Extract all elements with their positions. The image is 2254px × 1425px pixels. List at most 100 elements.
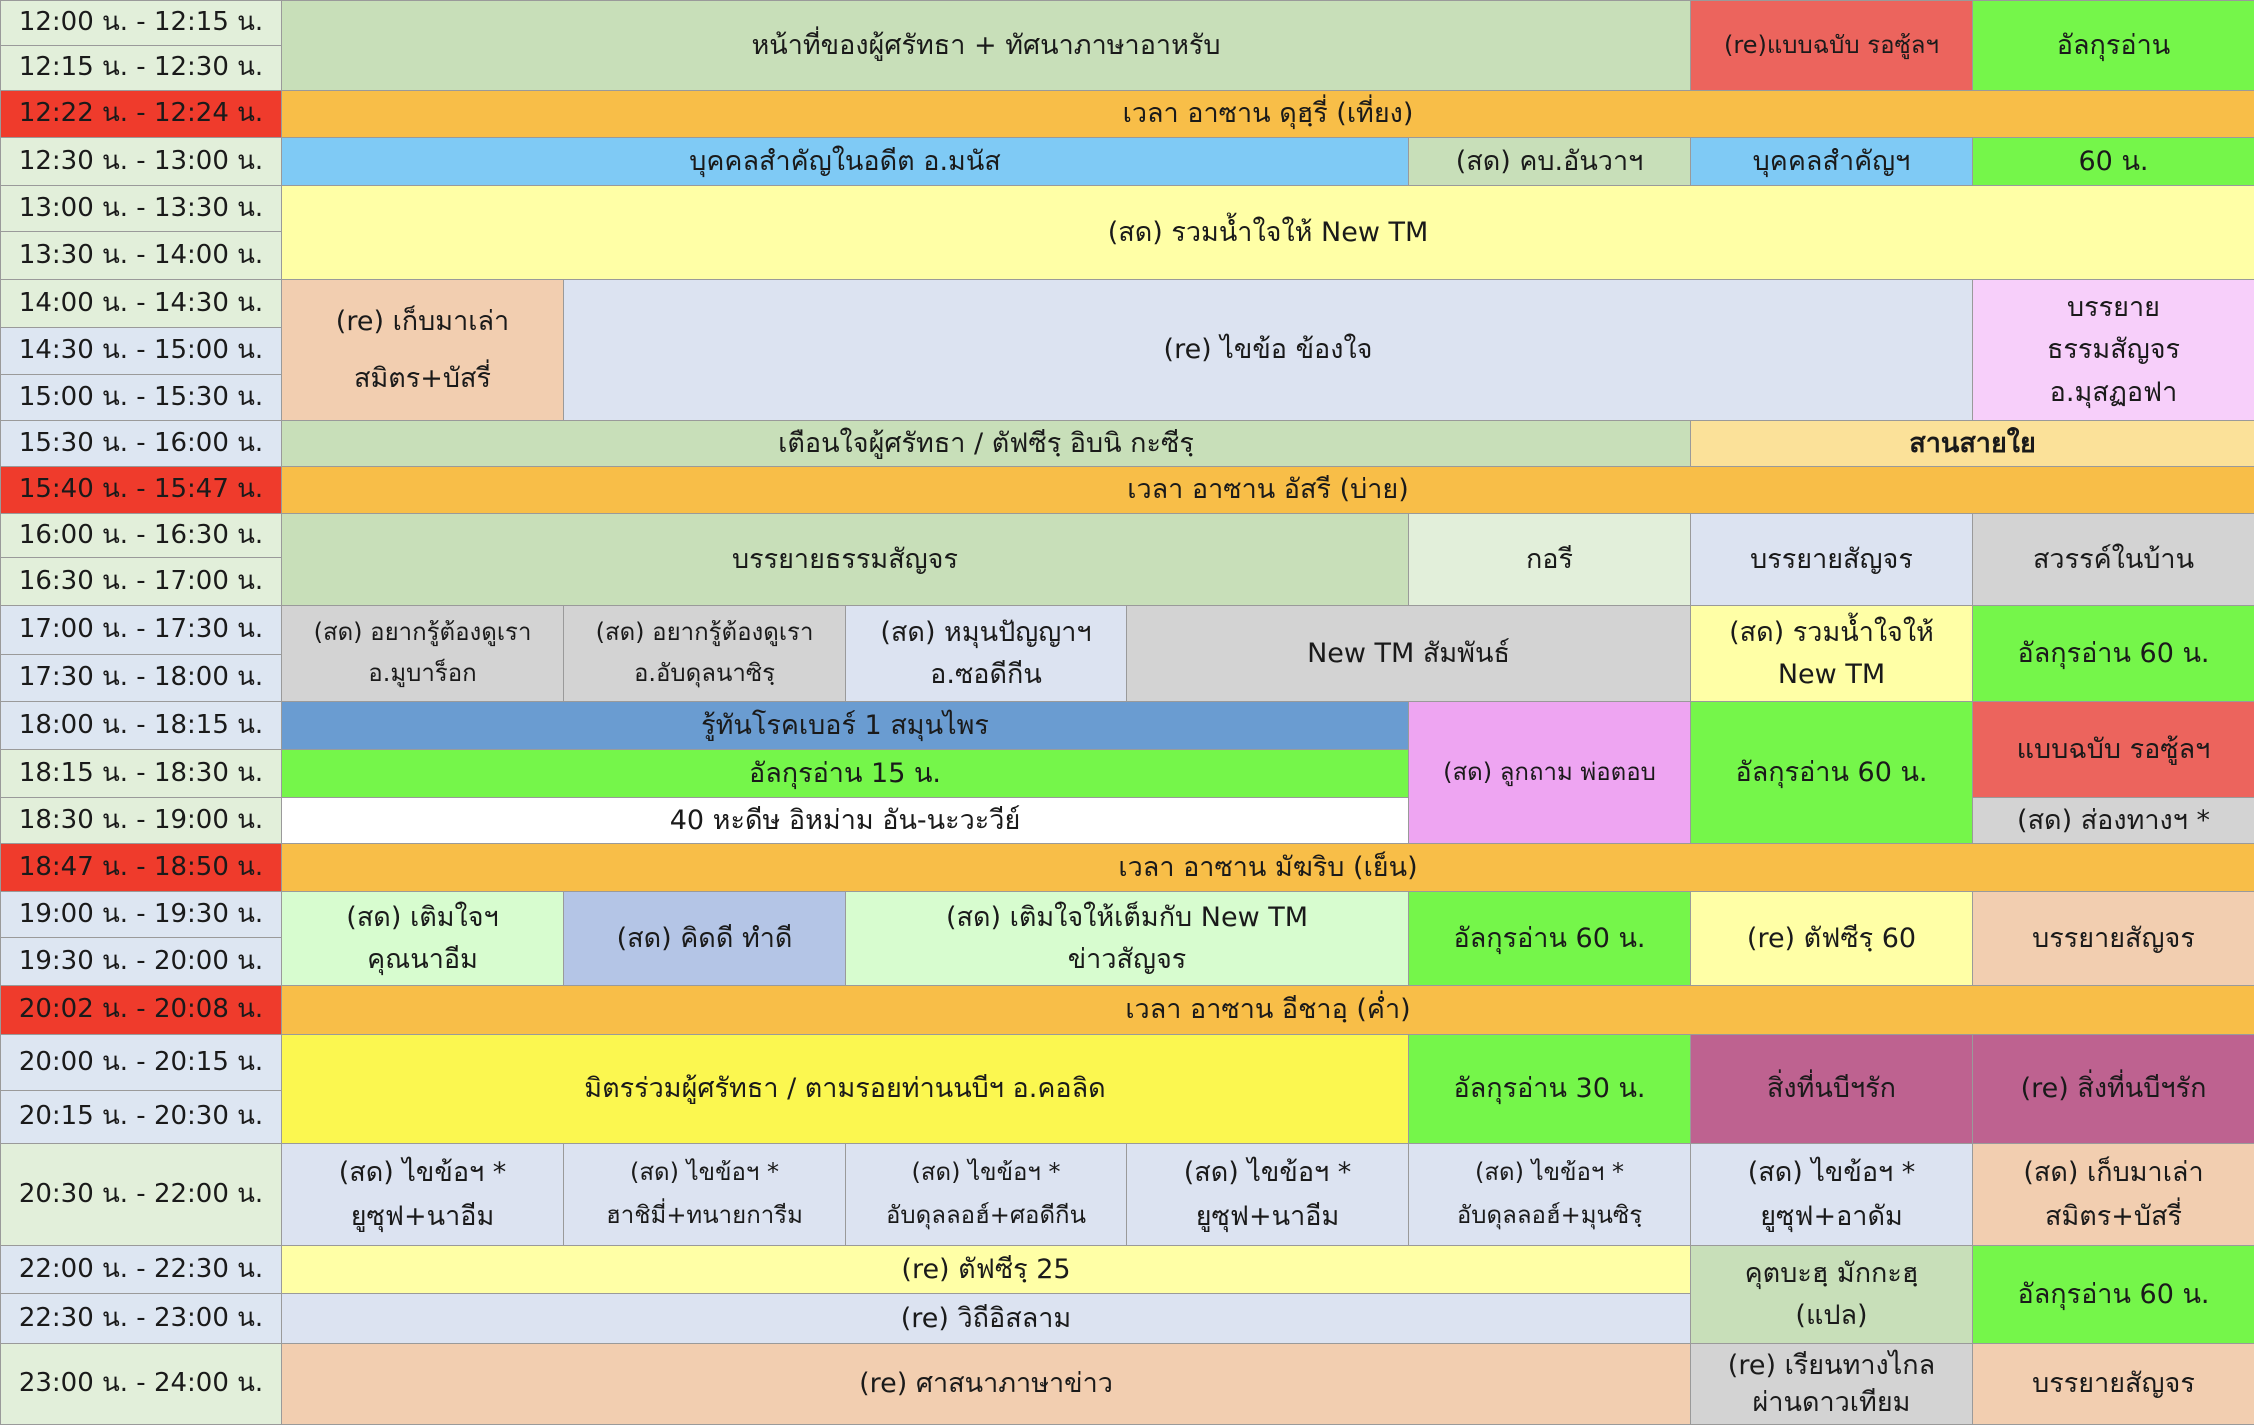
program-title: อัลกุรอ่าน 60 น. — [2017, 637, 2210, 669]
program-cell: (re) ไขข้อ ข้องใจ — [563, 279, 1973, 421]
time-slot: 20:30 น. - 22:00 น. — [0, 1143, 282, 1246]
program-cell: บรรยายสัญจร — [1972, 1343, 2254, 1425]
program-title: คุตบะฮฺ มักกะฮฺ — [1744, 1257, 1919, 1289]
program-cell: (สด) เติมใจให้เต็มกับ New TM ข่าวสัญจร — [845, 891, 1409, 986]
time-slot-label: 12:15 น. - 12:30 น. — [18, 52, 264, 83]
program-cell: แบบฉบับ รอซู้ลฯ — [1972, 701, 2254, 798]
time-slot: 15:30 น. - 16:00 น. — [0, 420, 282, 467]
time-slot-label: 15:30 น. - 16:00 น. — [18, 427, 264, 458]
program-cell: New TM สัมพันธ์ — [1126, 605, 1691, 702]
program-cell: 60 น. — [1972, 137, 2254, 186]
time-slot: 19:30 น. - 20:00 น. — [0, 937, 282, 986]
program-cell: มิตรร่วมผู้ศรัทธา / ตามรอยท่านนบีฯ อ.คอล… — [281, 1034, 1409, 1144]
program-title: (สด) ไขข้อฯ * — [630, 1158, 779, 1187]
program-cell: สวรรค์ในบ้าน — [1972, 513, 2254, 606]
program-title: บุคคลสำคัญฯ — [1752, 145, 1911, 177]
time-slot: 14:30 น. - 15:00 น. — [0, 327, 282, 375]
program-title: (สด) เติมใจฯ — [346, 902, 499, 934]
program-title: 40 หะดีษ อิหม่าม อัน-นะวะวีย์ — [669, 804, 1021, 836]
program-cell: อัลกุรอ่าน 60 น. — [1972, 1245, 2254, 1344]
program-cell: เตือนใจผู้ศรัทธา / ตัฟซีรฺ อิบนิ กะซีรฺ — [281, 420, 1691, 467]
program-title: (re)แบบฉบับ รอซู้ลฯ — [1724, 30, 1939, 59]
program-title: (สด) หมุนปัญญาฯ — [880, 616, 1092, 648]
time-slot-label: 19:30 น. - 20:00 น. — [18, 945, 264, 976]
time-slot-label: 20:15 น. - 20:30 น. — [18, 1101, 264, 1132]
time-slot: 12:30 น. - 13:00 น. — [0, 137, 282, 186]
program-title: อัลกุรอ่าน 60 น. — [1735, 756, 1928, 788]
time-slot: 16:00 น. - 16:30 น. — [0, 513, 282, 558]
program-cell: (สด) ไขข้อฯ *อับดุลลอฮ์+มุนซิรฺ — [1408, 1143, 1691, 1246]
program-title: สิ่งที่นบีฯรัก — [1766, 1073, 1897, 1105]
time-slot-label: 12:22 น. - 12:24 น. — [18, 98, 264, 129]
time-slot-label: 20:00 น. - 20:15 น. — [18, 1046, 264, 1077]
program-title: อ.ซอดีกีน — [930, 658, 1042, 690]
program-title: ยูซุฟ+นาอีม — [1195, 1200, 1340, 1232]
program-cell: (re) ศาสนาภาษาข่าว — [281, 1343, 1691, 1425]
program-cell: (re) ตัฟซีรฺ 25 — [281, 1245, 1691, 1294]
program-title: (re) ไขข้อ ข้องใจ — [1163, 334, 1373, 366]
time-slot-label: 17:00 น. - 17:30 น. — [18, 614, 264, 645]
time-slot: 18:47 น. - 18:50 น. — [0, 843, 282, 892]
time-slot: 23:00 น. - 24:00 น. — [0, 1343, 282, 1425]
program-title: (สด) เติมใจให้เต็มกับ New TM — [945, 902, 1309, 934]
program-title: (สด) เก็บมาเล่า — [2023, 1156, 2204, 1188]
program-title: สานสายใย — [1909, 427, 2036, 459]
time-slot-label: 22:30 น. - 23:00 น. — [18, 1302, 264, 1333]
program-title: New TM สัมพันธ์ — [1307, 637, 1510, 669]
time-slot-label: 18:47 น. - 18:50 น. — [18, 851, 264, 882]
program-title: อัลกุรอ่าน — [2056, 29, 2171, 61]
time-slot: 13:00 น. - 13:30 น. — [0, 185, 282, 232]
program-title: (re) สิ่งที่นบีฯรัก — [2020, 1073, 2207, 1105]
program-title: สวรรค์ในบ้าน — [2032, 543, 2195, 575]
program-title: (re) ตัฟซีรฺ 60 — [1746, 922, 1917, 954]
program-title: สมิตร+บัสรี่ — [2044, 1200, 2183, 1232]
program-title: บรรยายธรรมสัญจร — [731, 543, 959, 575]
program-cell: บุคคลสำคัญในอดีต อ.มนัส — [281, 137, 1409, 186]
time-slot-label: 15:40 น. - 15:47 น. — [18, 474, 264, 505]
program-title: อัลกุรอ่าน 60 น. — [2017, 1278, 2210, 1310]
program-title: อ.มูบาร็อก — [368, 659, 477, 688]
program-title: (สด) ลูกถาม พ่อตอบ — [1443, 757, 1656, 786]
program-cell: (สด) ไขข้อฯ *ยูซุฟ+อาดัม — [1690, 1143, 1973, 1246]
time-slot: 14:00 น. - 14:30 น. — [0, 279, 282, 328]
program-title: อับดุลลอฮ์+ศอดีกีน — [886, 1201, 1086, 1230]
azan-time-bar: เวลา อาซาน ดุฮฺรี่ (เที่ยง) — [281, 90, 2254, 138]
program-title: (สด) รวมน้ำใจให้ New TM — [1107, 216, 1429, 248]
program-cell: บรรยายสัญจร — [1972, 891, 2254, 986]
program-title: ผ่านดาวเทียม — [1752, 1386, 1911, 1418]
program-cell: หน้าที่ของผู้ศรัทธา + ทัศนาภาษาอาหรับ — [281, 0, 1691, 91]
time-slot-label: 14:30 น. - 15:00 น. — [18, 335, 264, 366]
program-cell: (สด) รวมน้ำใจให้New TM — [1690, 605, 1973, 702]
program-title: เวลา อาซาน มัฆริบ (เย็น) — [1118, 851, 1418, 883]
time-slot: 13:30 น. - 14:00 น. — [0, 231, 282, 280]
azan-time-bar: เวลา อาซาน อีชาอฺ (ค่ำ) — [281, 985, 2254, 1035]
time-slot-label: 17:30 น. - 18:00 น. — [18, 662, 264, 693]
azan-time-bar: เวลา อาซาน มัฆริบ (เย็น) — [281, 843, 2254, 892]
program-cell: บรรยายสัญจร — [1690, 513, 1973, 606]
time-slot: 15:40 น. - 15:47 น. — [0, 466, 282, 514]
time-slot: 16:30 น. - 17:00 น. — [0, 557, 282, 606]
time-slot-label: 13:30 น. - 14:00 น. — [18, 239, 264, 270]
program-cell: (สด) ไขข้อฯ *ยูซุฟ+นาอีม — [281, 1143, 564, 1246]
time-slot-label: 14:00 น. - 14:30 น. — [18, 287, 264, 318]
program-title: (สด) อยากรู้ต้องดูเรา — [313, 618, 532, 647]
program-title: (แปล) — [1795, 1300, 1868, 1332]
time-slot-label: 20:30 น. - 22:00 น. — [18, 1178, 264, 1209]
time-slot-label: 19:00 น. - 19:30 น. — [18, 898, 264, 929]
program-title: บรรยายสัญจร — [2032, 1368, 2195, 1400]
time-slot: 17:30 น. - 18:00 น. — [0, 654, 282, 702]
program-cell: (สด) ลูกถาม พ่อตอบ — [1408, 701, 1691, 844]
program-title: ข่าวสัญจร — [1067, 943, 1187, 975]
program-cell: (re) สิ่งที่นบีฯรัก — [1972, 1034, 2254, 1144]
time-slot-label: 16:00 น. - 16:30 น. — [18, 519, 264, 550]
program-cell: อัลกุรอ่าน — [1972, 0, 2254, 91]
program-title: เตือนใจผู้ศรัทธา / ตัฟซีรฺ อิบนิ กะซีรฺ — [778, 427, 1194, 459]
program-cell: คุตบะฮฺ มักกะฮฺ (แปล) — [1690, 1245, 1973, 1344]
time-slot: 18:30 น. - 19:00 น. — [0, 797, 282, 844]
program-cell: (สด) เก็บมาเล่าสมิตร+บัสรี่ — [1972, 1143, 2254, 1246]
program-title: บรรยาย — [2067, 291, 2160, 323]
program-title: มิตรร่วมผู้ศรัทธา / ตามรอยท่านนบีฯ อ.คอล… — [584, 1073, 1106, 1105]
program-title: อ.มุสฏอฟา — [2049, 377, 2178, 409]
program-title: รู้ทันโรคเบอร์ 1 สมุนไพร — [701, 709, 989, 741]
